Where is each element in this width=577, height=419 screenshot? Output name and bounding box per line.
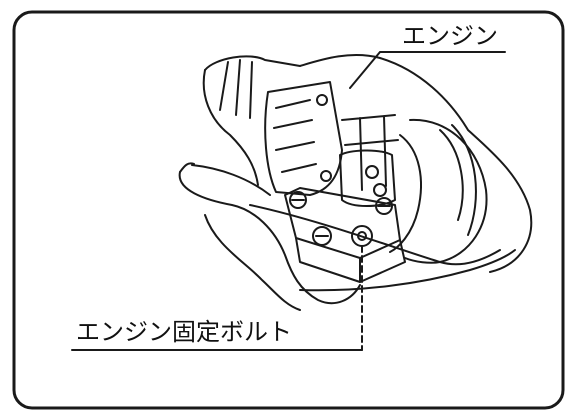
bolt-left-bottom <box>312 226 332 246</box>
guard-bar-outer <box>178 171 361 305</box>
engine-housing <box>204 54 533 273</box>
coupling-shaft <box>341 114 399 191</box>
crankcase <box>404 118 488 264</box>
guard-bar-lower <box>204 214 301 311</box>
skid-plate-lower <box>299 249 516 292</box>
cover-bolt-bottom <box>320 170 332 182</box>
engine-leader-line <box>349 51 506 89</box>
bolt-left-top <box>289 191 307 209</box>
crankcase-ring <box>439 124 477 236</box>
skid-plate <box>249 204 501 266</box>
engine-outline-left <box>202 69 259 186</box>
figure-frame <box>12 10 565 410</box>
coupling-body <box>339 149 396 207</box>
cover-bolt-top <box>316 94 328 106</box>
bolt-right-top <box>375 197 393 215</box>
guard-bar-inner <box>179 162 271 196</box>
crankcase-inner <box>389 134 422 253</box>
engine-hatching <box>219 59 253 119</box>
engine-mount-bolt-label: エンジン固定ボルト <box>74 318 294 346</box>
bolt-slots <box>291 199 391 237</box>
coupling-screw-2 <box>373 183 387 197</box>
cover-fins <box>273 99 317 173</box>
bolt-right-bottom-inner <box>357 231 367 241</box>
engine-label: エンジン <box>400 22 500 50</box>
coupling-screw-1 <box>365 165 379 179</box>
